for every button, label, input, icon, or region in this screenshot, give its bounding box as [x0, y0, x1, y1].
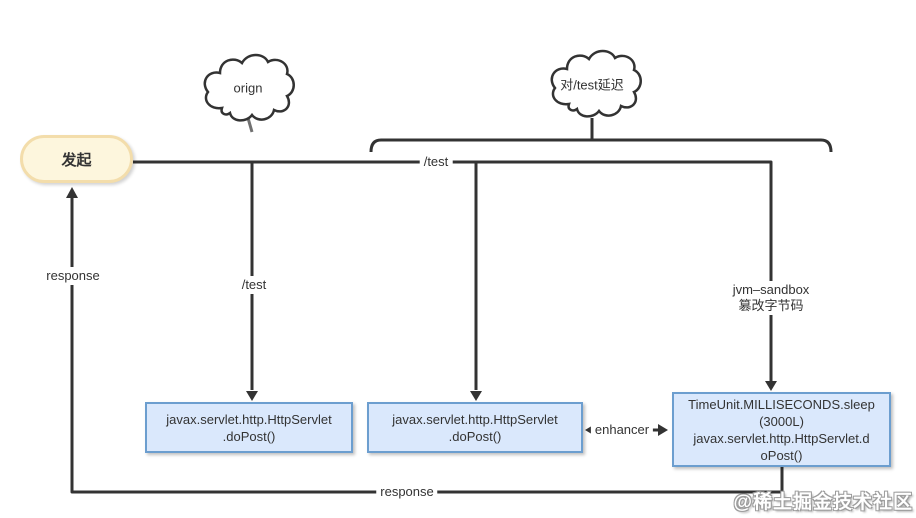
initiator-node: 发起: [20, 135, 133, 183]
servlet-box-2-line-1: javax.servlet.http.HttpServlet: [392, 411, 558, 427]
jvm-sandbox-label-line-2: 篡改字节码: [738, 298, 804, 313]
origin-cloud-shape: [203, 53, 295, 122]
servlet-box-1: javax.servlet.http.HttpServlet .doPost(): [145, 402, 353, 453]
arrowhead-into-servlet-box-1: [246, 391, 258, 401]
enhancer-label: enhancer: [590, 421, 654, 439]
sleep-box-line-3: javax.servlet.http.HttpServlet.d: [693, 430, 870, 446]
arrowhead-into-initiator: [66, 187, 78, 198]
sleep-box-line-1: TimeUnit.MILLISECONDS.sleep: [688, 396, 875, 412]
arrowhead-into-sleep-box: [765, 381, 777, 391]
initiator-label: 发起: [61, 151, 92, 169]
servlet-box-2: javax.servlet.http.HttpServlet .doPost(): [367, 402, 583, 453]
edge-test-main: [133, 160, 773, 382]
sleep-box-line-4: oPost(): [760, 447, 803, 463]
delay-cloud-shape: [550, 49, 642, 118]
response-left-label: response: [42, 267, 104, 285]
sleep-box: TimeUnit.MILLISECONDS.sleep (3000L) java…: [672, 392, 891, 467]
delay-span-bracket: [369, 138, 833, 153]
arrowhead-into-sleep-box-left: [658, 424, 668, 436]
juejin-watermark: @稀土掘金技术社区: [733, 492, 913, 513]
servlet-box-1-line-2: .doPost(): [222, 428, 276, 444]
sleep-box-line-2: (3000L): [759, 413, 804, 429]
response-bottom-label: response: [376, 483, 438, 501]
servlet-box-1-line-1: javax.servlet.http.HttpServlet: [166, 411, 332, 427]
jvm-sandbox-label: jvm–sandbox 篡改字节码: [728, 281, 814, 315]
origin-cloud-stub: [246, 117, 254, 133]
test-branch-label: /test: [237, 276, 271, 294]
delay-cloud-label: 对/test延迟: [560, 77, 624, 93]
test-main-label: /test: [419, 153, 453, 171]
jvm-sandbox-label-line-1: jvm–sandbox: [732, 282, 810, 297]
servlet-box-2-line-2: .doPost(): [448, 428, 502, 444]
arrowhead-into-servlet-box-2: [470, 391, 482, 401]
origin-cloud-label: orign: [233, 80, 263, 96]
